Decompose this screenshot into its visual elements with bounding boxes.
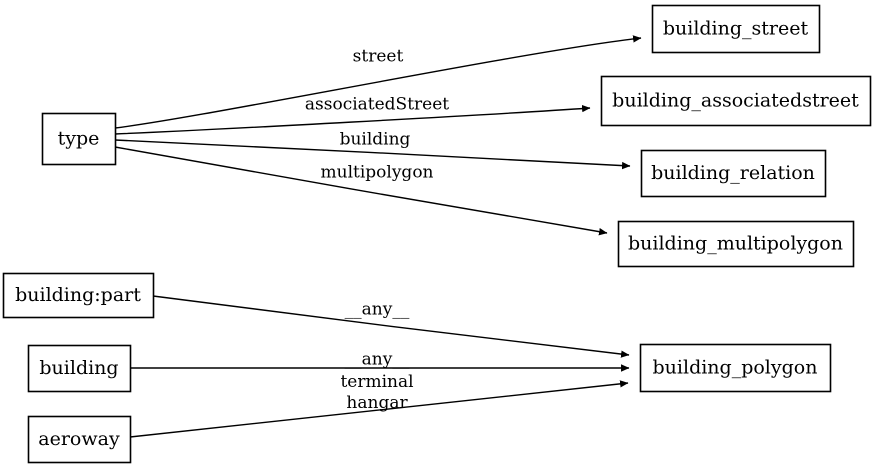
node-label: building:part (15, 284, 141, 306)
node-box[interactable] (651, 4, 821, 54)
node-label: building_street (663, 18, 809, 40)
node-box[interactable] (2, 272, 155, 319)
node-label: building_associatedstreet (612, 90, 859, 112)
node-label: building_multipolygon (628, 233, 843, 255)
node-label: building_polygon (653, 357, 818, 379)
node-aeroway[interactable]: aeroway (27, 415, 132, 464)
edge-line (114, 139, 631, 170)
edge-line (114, 35, 642, 129)
node-building_polygon[interactable]: building_polygon (639, 343, 832, 393)
node-building[interactable]: building (27, 344, 132, 393)
edge-line (129, 380, 629, 438)
node-label: building (39, 357, 118, 379)
edge-type-to-building_relation (114, 139, 631, 170)
nodes-layer: type building_street building_associatedst… (2, 4, 872, 464)
edge-label: associatedStreet (305, 95, 449, 115)
edge-labels-layer: street associatedStreet building multipolyg… (305, 47, 449, 413)
node-building_associatedstreet[interactable]: building_associatedstreet (600, 75, 872, 127)
node-box[interactable] (41, 112, 117, 166)
edge-line (152, 295, 630, 358)
edge-type-to-building_street (114, 35, 642, 129)
node-box[interactable] (617, 220, 855, 268)
edge-type-to-building_multipolygon (114, 146, 608, 236)
node-box[interactable] (27, 415, 132, 464)
node-building_street[interactable]: building_street (651, 4, 821, 54)
edge-label: __any__ (345, 350, 410, 370)
edge-label: street (353, 47, 404, 67)
edge-type-to-building_associatedstreet (114, 104, 591, 135)
node-box[interactable] (600, 75, 872, 127)
node-box[interactable] (640, 149, 827, 198)
node-box[interactable] (27, 344, 132, 393)
edge-line (114, 104, 591, 135)
node-building_relation[interactable]: building_relation (640, 149, 827, 198)
node-type[interactable]: type (41, 112, 117, 166)
edge-label: multipolygon (321, 163, 434, 183)
edges-layer (114, 35, 642, 438)
node-building_part[interactable]: building:part (2, 272, 155, 319)
node-label: aeroway (38, 428, 120, 450)
edge-building_part-to-building_polygon (152, 295, 630, 358)
edge-label: __any__ (345, 300, 410, 320)
node-box[interactable] (639, 343, 832, 393)
edge-aeroway-to-building_polygon (129, 380, 629, 438)
node-label: building_relation (651, 162, 815, 184)
node-building_multipolygon[interactable]: building_multipolygon (617, 220, 855, 268)
node-label: type (58, 128, 100, 150)
edge-line (114, 146, 608, 236)
edge-label: building (340, 130, 411, 150)
